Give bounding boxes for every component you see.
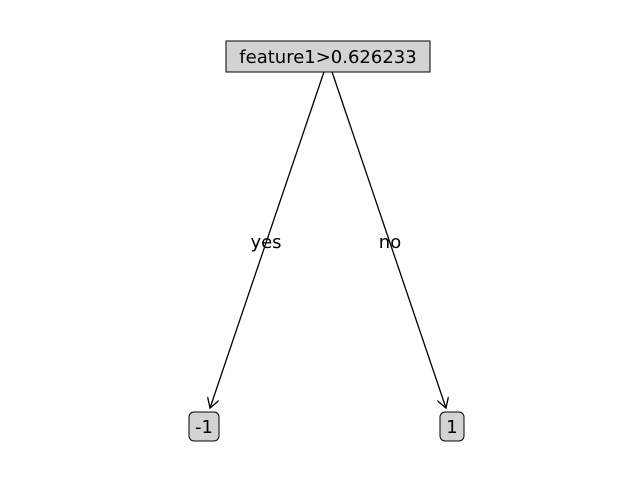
root-node: feature1>0.626233	[225, 40, 431, 73]
leaf-node-right: 1	[439, 411, 465, 442]
leaf-node-right-box	[439, 411, 465, 442]
edge-yes	[210, 59, 329, 408]
edge-no	[327, 59, 446, 408]
root-node-label: feature1>0.626233	[239, 47, 416, 68]
leaf-node-left-box	[188, 411, 220, 442]
edge-label-no: no	[379, 232, 401, 253]
edge-label-yes: yes	[250, 232, 281, 253]
leaf-node-left-label: -1	[195, 417, 213, 438]
leaf-node-left: -1	[188, 411, 220, 442]
root-node-box	[225, 40, 431, 73]
leaf-node-right-label: 1	[446, 417, 457, 438]
